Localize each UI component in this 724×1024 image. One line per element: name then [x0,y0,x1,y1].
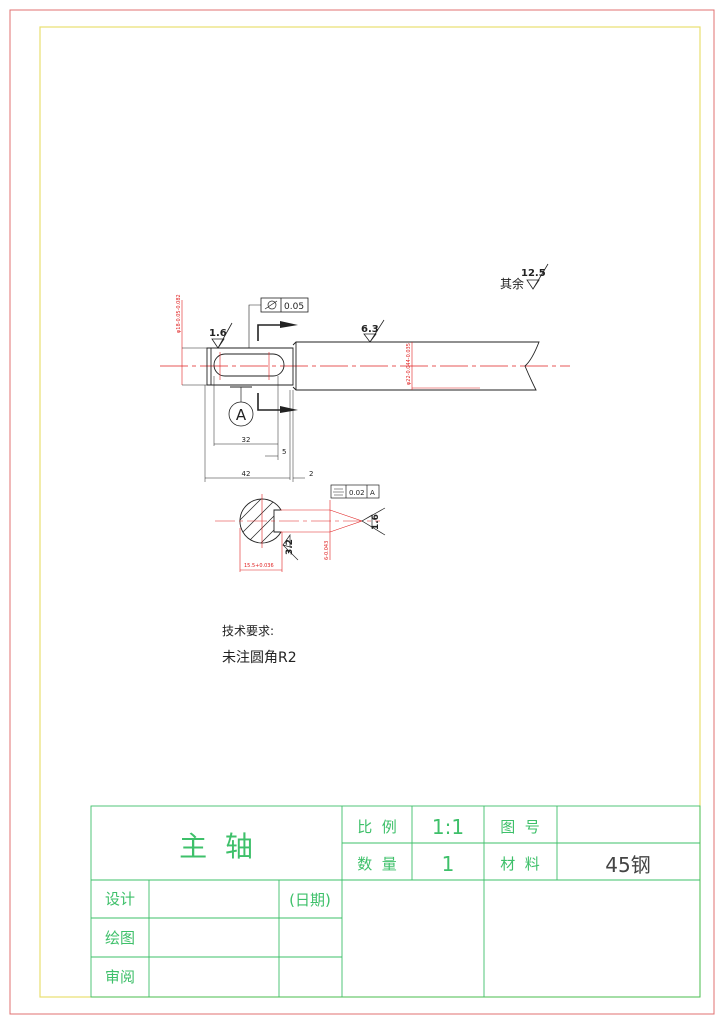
inner-frame [39,26,701,998]
svg-text:3.2: 3.2 [285,539,295,555]
title-block [90,805,701,998]
tech-requirement-note: 未注圆角R2 [222,650,297,666]
svg-text:A: A [370,489,375,497]
svg-text:2: 2 [309,470,313,478]
section-view: 15.5+0.036 6-0.043 3.2 1.6 0.02 A [215,484,386,572]
keyway-slot [213,353,285,377]
quantity-label: 数 量 [357,855,397,873]
svg-text:A: A [236,406,247,424]
date-label: (日期) [289,891,331,909]
draw-label: 绘图 [105,929,135,947]
svg-text:5: 5 [282,448,286,456]
runout-tolerance-frame: 0.05 [248,297,309,413]
svg-text:42: 42 [242,470,251,478]
right-diameter-dim: φ22-0.044-0.035 [406,343,412,385]
scale-label: 比 例 [357,818,397,836]
roughness-left: 1.6 [209,322,233,349]
review-label: 审阅 [105,968,135,986]
svg-text:6-0.043: 6-0.043 [324,541,330,560]
default-roughness: 其余 12.5 [500,263,549,291]
svg-text:12.5: 12.5 [521,268,546,279]
left-diameter-dim: φ18-0.05-0.082 [176,294,182,333]
tech-requirements-title: 技术要求: [222,624,274,638]
material-label: 材 料 [500,855,540,873]
svg-text:1.6: 1.6 [371,514,381,530]
shaft-main-view [206,341,540,391]
design-label: 设计 [105,890,135,908]
material-value: 45钢 [605,853,650,877]
svg-text:其余: 其余 [500,276,524,291]
length-dimensions [204,376,305,482]
svg-text:1.6: 1.6 [209,328,227,339]
svg-text:0.05: 0.05 [284,302,304,312]
roughness-right: 6.3 [361,319,385,343]
svg-text:32: 32 [242,436,251,444]
quantity-value: 1 [442,852,455,876]
drawing-no-label: 图 号 [500,818,540,836]
scale-value: 1:1 [432,815,464,839]
outer-border [9,9,715,1015]
part-name: 主 轴 [179,830,253,863]
svg-text:6.3: 6.3 [361,324,379,335]
datum-a-symbol: A [228,386,254,427]
svg-text:0.02: 0.02 [349,489,365,497]
svg-text:15.5+0.036: 15.5+0.036 [244,563,274,569]
